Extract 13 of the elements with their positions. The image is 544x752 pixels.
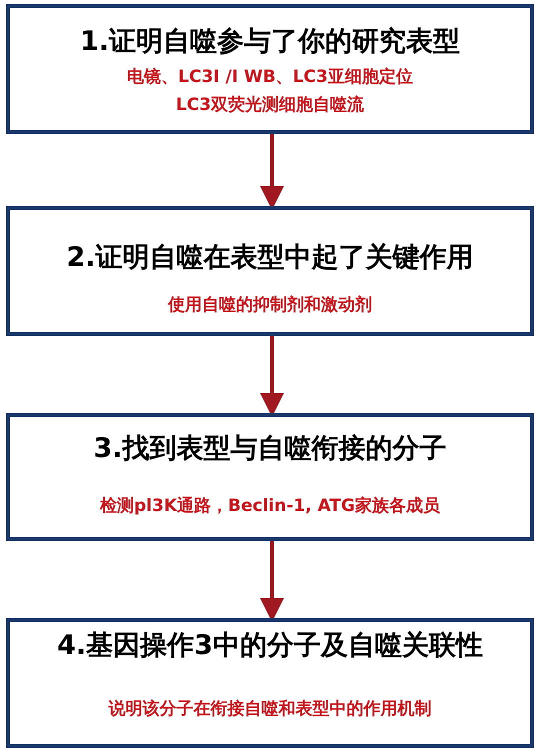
step-description: 使用自噬的抑制剂和激动剂	[168, 294, 372, 316]
process-box	[6, 4, 534, 134]
step-heading: 1.证明自噬参与了你的研究表型	[80, 26, 460, 58]
step-description: 检测pl3K通路，Beclin-1, ATG家族各成员	[100, 495, 440, 518]
step-description: LC3双荧光测细胞自噬流	[176, 94, 364, 117]
process-box	[6, 206, 534, 336]
step-description: 电镜、LC3I /I WB、LC3亚细胞定位	[127, 66, 413, 88]
step-description: 说明该分子在衔接自噬和表型中的作用机制	[108, 698, 432, 720]
step-heading: 4.基因操作3中的分子及自噬关联性	[57, 630, 483, 662]
step-heading: 2.证明自噬在表型中起了关键作用	[66, 242, 474, 274]
process-box	[6, 413, 534, 541]
process-box	[6, 618, 534, 748]
step-heading: 3.找到表型与自噬衔接的分子	[93, 433, 447, 466]
